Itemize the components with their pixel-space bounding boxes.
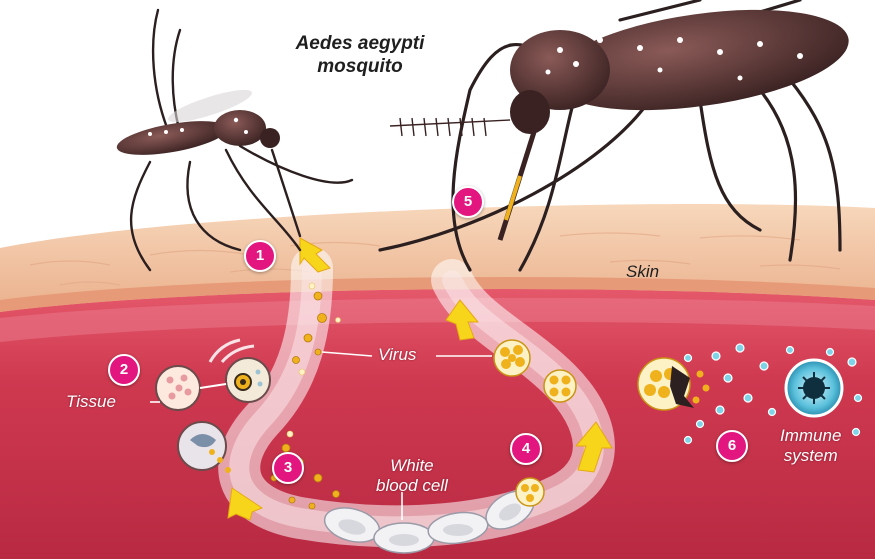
- immune-system-label: Immune system: [780, 426, 841, 466]
- step-badge-6: 6: [716, 430, 748, 462]
- title-line-2: mosquito: [255, 55, 465, 78]
- white-blood-cell-label: White blood cell: [376, 456, 448, 496]
- step-badge-5: 5: [452, 186, 484, 218]
- white-blood-cell-label-line-1: White: [376, 456, 448, 476]
- virus-label: Virus: [378, 345, 416, 365]
- virus-cluster-top: [494, 340, 530, 376]
- immune-cell: [786, 360, 842, 416]
- diagram-title: Aedes aegypti mosquito: [255, 32, 465, 78]
- tissue-cell-1: [156, 366, 200, 410]
- white-blood-cell-label-line-2: blood cell: [376, 476, 448, 496]
- immune-system-label-line-1: Immune: [780, 426, 841, 446]
- virus-cluster-mid: [544, 370, 576, 402]
- mosquito-large-head: [510, 90, 550, 134]
- mosquito-small-thorax: [214, 110, 266, 146]
- skin-label: Skin: [626, 262, 659, 282]
- step-badge-4: 4: [510, 433, 542, 465]
- step-badge-3: 3: [272, 452, 304, 484]
- mosquito-small-head: [260, 128, 280, 148]
- step-badge-2: 2: [108, 354, 140, 386]
- tissue-label: Tissue: [66, 392, 116, 412]
- step-badge-1: 1: [244, 240, 276, 272]
- title-line-1: Aedes aegypti: [255, 32, 465, 55]
- immune-system-label-line-2: system: [780, 446, 841, 466]
- virus-cluster-low: [516, 478, 544, 506]
- tissue-cell-2: [226, 358, 270, 402]
